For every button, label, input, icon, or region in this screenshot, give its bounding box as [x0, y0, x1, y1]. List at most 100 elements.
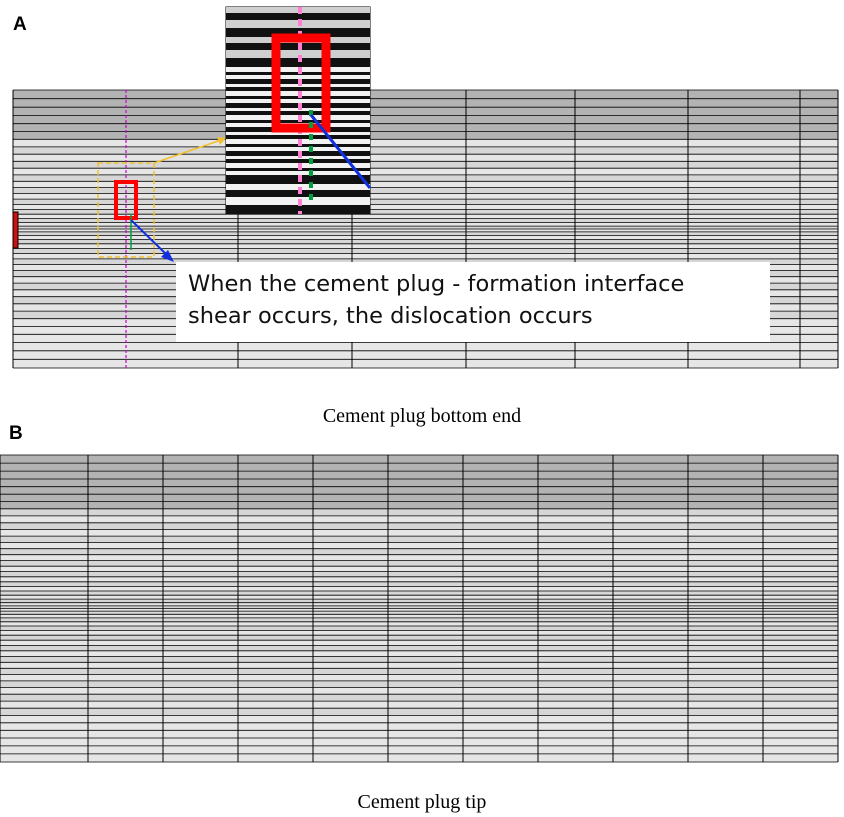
mesh-band [0, 708, 838, 716]
mesh-band [0, 640, 838, 646]
inset-band [226, 171, 370, 175]
mesh-band [0, 479, 838, 487]
mesh-band [13, 342, 838, 351]
mesh-band [0, 486, 838, 495]
mesh-band [0, 529, 838, 537]
zoom-source-box [97, 162, 155, 258]
inset-band [226, 50, 370, 58]
inset-band [226, 147, 370, 151]
mesh-band [0, 463, 838, 472]
mesh-band [13, 154, 838, 162]
mesh-band [0, 591, 838, 596]
mesh-band [0, 455, 838, 464]
mesh-band [0, 515, 838, 523]
mesh-band [13, 243, 838, 249]
caption-tip: Cement plug tip [357, 791, 487, 813]
inset-band [226, 111, 370, 115]
inset-band [226, 135, 370, 139]
mesh-band [13, 204, 838, 210]
callout-pointer-arrowhead [161, 250, 174, 262]
mesh-band [13, 168, 838, 175]
mesh-band [13, 253, 838, 259]
callout-line-2: shear occurs, the dislocation occurs [188, 303, 593, 329]
mesh-band [13, 248, 838, 254]
inset-band [226, 205, 370, 214]
mesh-band [13, 231, 838, 236]
mesh-band [13, 229, 838, 232]
mesh-band [0, 571, 838, 577]
mesh-band [0, 674, 838, 681]
mesh-band [0, 566, 838, 572]
mesh-band [0, 548, 838, 555]
mesh-band [13, 258, 838, 265]
mesh-band [13, 199, 838, 205]
mesh-band [13, 146, 838, 155]
mesh-band [0, 595, 838, 600]
mesh-band [0, 656, 838, 663]
mesh-band [13, 218, 838, 223]
mesh-band [0, 645, 838, 651]
mesh-band [13, 107, 838, 116]
mesh-band [0, 650, 838, 657]
mesh-band [0, 611, 838, 615]
mesh-band [0, 614, 838, 618]
mesh-band [0, 687, 838, 695]
mesh-band [13, 193, 838, 200]
mesh-band [0, 494, 838, 502]
mesh-band [0, 576, 838, 582]
mesh-band [0, 581, 838, 587]
callout-line-1: When the cement plug - formation interfa… [188, 271, 685, 297]
dislocation-callout: When the cement plug - formation interfa… [176, 262, 770, 342]
mesh-band [13, 350, 838, 360]
mesh-band [0, 668, 838, 675]
mesh-band [13, 222, 838, 227]
mesh-band [0, 602, 838, 606]
inset-dislocation-highlight [271, 33, 331, 133]
mesh-band [0, 617, 838, 622]
mesh-band [0, 522, 838, 530]
mesh-band [0, 745, 838, 754]
inset-band [226, 159, 370, 163]
zoom-leader-arrowhead [217, 137, 226, 145]
mesh-band [0, 753, 838, 762]
inset-band [226, 99, 370, 103]
mesh-band [13, 187, 838, 194]
mesh-band [13, 174, 838, 182]
inset-pointer-line [309, 114, 372, 189]
mesh-band [13, 181, 838, 188]
inset-band [226, 87, 370, 91]
mesh-band [0, 630, 838, 636]
mesh-band [0, 471, 838, 479]
mesh-band [0, 626, 838, 631]
callout-pointer-arrow [130, 219, 169, 257]
mesh-band [13, 214, 838, 219]
zoom-leader-arrow [153, 138, 225, 164]
mesh-band [13, 123, 838, 132]
mesh-band [0, 605, 838, 609]
mesh-band [0, 738, 838, 746]
mesh-band [0, 680, 838, 688]
inset-band [226, 13, 370, 20]
mesh-band [13, 359, 838, 368]
mesh-band [13, 139, 838, 147]
mesh-band [0, 560, 838, 567]
zoom-inset [225, 6, 372, 215]
mesh-band [0, 554, 838, 561]
mesh-band [13, 161, 838, 169]
caption-bottom-end: Cement plug bottom end [322, 405, 522, 427]
mesh-band [0, 599, 838, 603]
mesh-band [0, 715, 838, 723]
mesh-band [0, 542, 838, 549]
panel-a-label: A [13, 14, 27, 35]
mesh-band [13, 209, 838, 215]
mesh-band [13, 115, 838, 124]
mesh-band [13, 98, 838, 108]
inset-band [226, 75, 370, 79]
mesh-band [0, 586, 838, 591]
mesh-band [13, 90, 838, 99]
mesh-band [0, 508, 838, 516]
panel-b-label: B [9, 423, 23, 444]
mesh-panel-b [0, 454, 839, 763]
inset-band [226, 58, 370, 67]
boundary-marker [12, 211, 19, 249]
